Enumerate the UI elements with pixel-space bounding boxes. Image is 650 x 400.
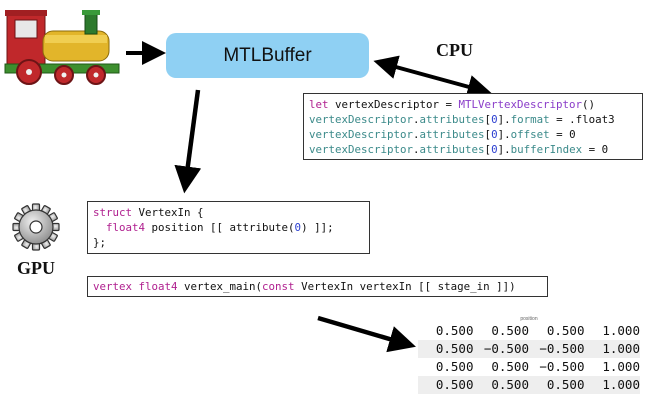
code-token: let xyxy=(309,98,336,111)
code-token: . xyxy=(413,128,420,141)
table-row: 0.500 −0.500 −0.500 1.000 xyxy=(418,340,640,358)
code-token: vertexDescriptor xyxy=(309,128,414,141)
buffer-to-struct-arrow xyxy=(174,89,202,194)
mtlbuffer-box: MTLBuffer xyxy=(166,33,369,78)
table-cell: 0.500 xyxy=(435,323,474,338)
code-token: float4 xyxy=(138,280,178,293)
gpu-label: GPU xyxy=(17,258,55,278)
position-table: position 0.500 0.500 0.500 1.000 0.500 −0.500… xyxy=(418,316,640,394)
code-token: 0 xyxy=(294,221,302,234)
table-cell: 0.500 xyxy=(546,377,585,392)
code-token: ) ]]; xyxy=(301,221,334,234)
table-row: 0.500 0.500 0.500 1.000 xyxy=(418,322,640,340)
code-token: vertexDescriptor xyxy=(309,113,414,126)
table-cell: −0.500 xyxy=(483,341,529,356)
vertex-function-code-box: vertex float4 vertex_main(const VertexIn… xyxy=(87,276,548,297)
code-line: }; xyxy=(93,235,364,250)
code-line: vertex float4 vertex_main(const VertexIn… xyxy=(93,279,542,294)
code-token: = .float3 xyxy=(549,113,615,126)
code-token: MTLVertexDescriptor xyxy=(458,98,583,111)
code-token: [ xyxy=(484,143,492,156)
code-token: ]. xyxy=(497,128,511,141)
table-cell: −0.500 xyxy=(539,359,585,374)
code-token: const xyxy=(262,280,295,293)
code-line: struct VertexIn { xyxy=(93,205,364,220)
struct-code-box: struct VertexIn { float4 position [[ att… xyxy=(87,201,370,254)
code-token: VertexIn { xyxy=(138,206,204,219)
code-token: attributes xyxy=(419,113,485,126)
code-token: . xyxy=(413,143,420,156)
code-token: attributes xyxy=(419,143,485,156)
code-token: float4 xyxy=(106,221,146,234)
code-token: [ xyxy=(484,128,492,141)
table-cell: 0.500 xyxy=(435,359,474,374)
code-token: vertex xyxy=(93,280,139,293)
cpu-label: CPU xyxy=(436,40,473,60)
code-token: }; xyxy=(93,236,107,249)
table-cell: 0.500 xyxy=(491,323,529,338)
table-cell: 0.500 xyxy=(435,341,474,356)
code-token: 0 xyxy=(491,143,498,156)
vertex-to-table-arrow xyxy=(317,315,416,353)
code-token: position [[ attribute( xyxy=(145,221,295,234)
table-cell: 1.000 xyxy=(602,341,640,356)
code-token: offset xyxy=(510,128,550,141)
table-cell: 0.500 xyxy=(491,359,529,374)
cpu-buffer-double-arrow xyxy=(373,55,492,99)
code-line: vertexDescriptor.attributes[0].format = … xyxy=(309,112,637,127)
code-token: () xyxy=(582,98,596,111)
code-token: vertexDescriptor xyxy=(309,143,414,156)
table-row: 0.500 0.500 0.500 1.000 xyxy=(418,376,640,394)
code-token: = 0 xyxy=(582,143,609,156)
code-token: vertexDescriptor = xyxy=(335,98,459,111)
code-token: VertexIn vertexIn [[ stage_in ]]) xyxy=(294,280,516,293)
table-cell: 0.500 xyxy=(546,323,585,338)
table-header: position xyxy=(520,316,538,322)
code-token: 0 xyxy=(491,128,498,141)
cpu-code-box: let vertexDescriptor = MTLVertexDescript… xyxy=(303,93,643,160)
code-token xyxy=(93,221,106,234)
table-cell: −0.500 xyxy=(539,341,585,356)
code-line: vertexDescriptor.attributes[0].bufferInd… xyxy=(309,142,637,157)
code-token: format xyxy=(510,113,550,126)
code-token: struct xyxy=(93,206,139,219)
code-token: vertex_main( xyxy=(177,280,263,293)
table-cell: 0.500 xyxy=(435,377,474,392)
code-line: let vertexDescriptor = MTLVertexDescript… xyxy=(309,97,637,112)
code-token: = 0 xyxy=(549,128,576,141)
code-token: [ xyxy=(484,113,492,126)
mtlbuffer-label: MTLBuffer xyxy=(223,44,312,66)
table-cell: 0.500 xyxy=(491,377,529,392)
code-token: ]. xyxy=(497,143,511,156)
train-icon xyxy=(4,10,120,85)
table-row: 0.500 0.500 −0.500 1.000 xyxy=(418,358,640,376)
code-token: attributes xyxy=(419,128,485,141)
table-cell: 1.000 xyxy=(602,323,640,338)
table-cell: 1.000 xyxy=(602,377,640,392)
code-token: 0 xyxy=(491,113,498,126)
code-token: . xyxy=(413,113,420,126)
code-line: vertexDescriptor.attributes[0].offset = … xyxy=(309,127,637,142)
code-line: float4 position [[ attribute(0) ]]; xyxy=(93,220,364,235)
code-token: ]. xyxy=(497,113,511,126)
gear-icon xyxy=(12,203,60,251)
table-cell: 1.000 xyxy=(602,359,640,374)
code-token: bufferIndex xyxy=(510,143,583,156)
